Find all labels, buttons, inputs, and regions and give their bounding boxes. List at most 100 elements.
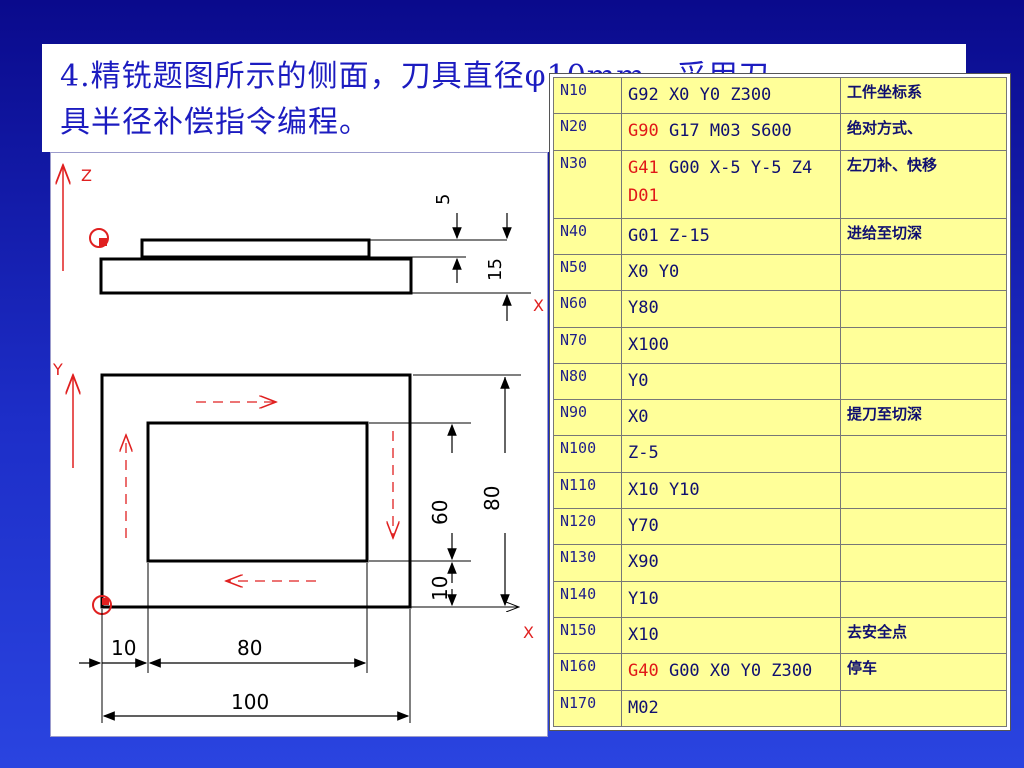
nc-code: X10 xyxy=(621,616,841,655)
comment xyxy=(840,290,1007,328)
program-row: N170 M02 xyxy=(553,689,1007,728)
nc-code: X100 xyxy=(621,326,841,364)
nc-code: X0 Y0 xyxy=(621,253,841,292)
code-segment: G01 Z-15 xyxy=(628,225,710,246)
title-line-2: 具半径补偿指令编程。 xyxy=(60,105,370,140)
side-view: Z 5 15 X xyxy=(63,165,544,321)
comment: 绝对方式、 xyxy=(840,113,1007,151)
nc-code: X10 Y10 xyxy=(621,471,841,510)
dim-80-h-label: 80 xyxy=(237,636,262,660)
line-number: N110 xyxy=(553,471,622,510)
program-row: N30 G41 G00 X-5 Y-5 Z4 D01 左刀补、快移 xyxy=(553,149,1007,219)
nc-code: Y70 xyxy=(621,508,841,546)
dim-5-label: 5 xyxy=(433,194,454,205)
comment: 去安全点 xyxy=(840,616,1007,655)
code-segment-highlight: G90 xyxy=(628,121,659,142)
comment: 进给至切深 xyxy=(840,217,1007,255)
code-segment: M02 xyxy=(628,697,659,718)
comment xyxy=(840,253,1007,292)
line-number: N90 xyxy=(553,399,622,437)
top-inner-rect xyxy=(146,421,369,563)
code-segment: X0 Y0 xyxy=(628,261,680,282)
program-row: N60 Y80 xyxy=(553,290,1007,328)
dim-15-label: 15 xyxy=(485,258,506,281)
code-segment: Y70 xyxy=(628,516,659,537)
code-segment: Y0 xyxy=(628,370,649,391)
line-number: N100 xyxy=(553,435,622,473)
code-segment: X0 xyxy=(628,407,649,428)
code-segment-highlight: G41 xyxy=(628,157,659,178)
nc-code: G01 Z-15 xyxy=(621,217,841,255)
nc-code: G92 X0 Y0 Z300 xyxy=(621,76,841,115)
dim-10-v-label: 10 xyxy=(428,576,452,601)
top-x-axis-label: X xyxy=(523,623,534,642)
comment: 左刀补、快移 xyxy=(840,149,1007,219)
nc-code: Y0 xyxy=(621,362,841,401)
line-number: N70 xyxy=(553,326,622,364)
dim-60-label: 60 xyxy=(428,500,452,525)
comment xyxy=(840,508,1007,546)
comment: 工件坐标系 xyxy=(840,76,1007,115)
program-row: N50 X0 Y0 xyxy=(553,253,1007,292)
top-origin-mark xyxy=(102,598,109,605)
program-row: N80 Y0 xyxy=(553,362,1007,401)
line-number: N130 xyxy=(553,544,622,582)
y-axis-label: Y xyxy=(52,360,63,379)
line-number: N20 xyxy=(553,113,622,151)
nc-code: Y80 xyxy=(621,290,841,328)
line-number: N50 xyxy=(553,253,622,292)
line-number: N170 xyxy=(553,689,622,728)
code-segment: X90 xyxy=(628,552,659,573)
top-view: Y X 80 60 10 xyxy=(52,360,534,723)
comment xyxy=(840,580,1007,618)
nc-code: G90 G17 M03 S600 xyxy=(621,113,841,151)
z-axis-label: Z xyxy=(81,166,92,185)
drawing-svg: Z 5 15 X Y xyxy=(52,153,544,723)
nc-code: Y10 xyxy=(621,580,841,618)
comment xyxy=(840,435,1007,473)
code-segment-highlight: G40 xyxy=(628,661,659,682)
side-base xyxy=(99,257,413,295)
part-drawing: Z 5 15 X Y xyxy=(50,152,548,737)
dim-10-h-label: 10 xyxy=(111,636,136,660)
comment xyxy=(840,471,1007,510)
line-number: N150 xyxy=(553,616,622,655)
line-number: N40 xyxy=(553,217,622,255)
comment: 停车 xyxy=(840,653,1007,691)
code-segment: Y10 xyxy=(628,588,659,609)
side-origin-mark xyxy=(99,238,107,246)
line-number: N60 xyxy=(553,290,622,328)
code-segment: Y80 xyxy=(628,298,659,319)
code-segment-highlight: D01 xyxy=(628,185,659,206)
comment xyxy=(840,544,1007,582)
dim-80-v-label: 80 xyxy=(480,486,504,511)
program-row: N110 X10 Y10 xyxy=(553,471,1007,510)
code-segment: G17 M03 S600 xyxy=(658,121,792,142)
nc-code: X0 xyxy=(621,399,841,437)
nc-code: X90 xyxy=(621,544,841,582)
line-number: N160 xyxy=(553,653,622,691)
line-number: N80 xyxy=(553,362,622,401)
side-origin-circle xyxy=(89,228,109,248)
comment xyxy=(840,326,1007,364)
comment xyxy=(840,689,1007,728)
line-number: N30 xyxy=(553,149,622,219)
side-x-axis-label: X xyxy=(533,296,544,315)
code-segment: X10 Y10 xyxy=(628,479,700,500)
nc-code: M02 xyxy=(621,689,841,728)
program-row: N130 X90 xyxy=(553,544,1007,582)
code-segment: X10 xyxy=(628,624,659,645)
dim-100-label: 100 xyxy=(231,690,269,714)
code-segment: G00 X-5 Y-5 Z4 xyxy=(658,157,813,178)
